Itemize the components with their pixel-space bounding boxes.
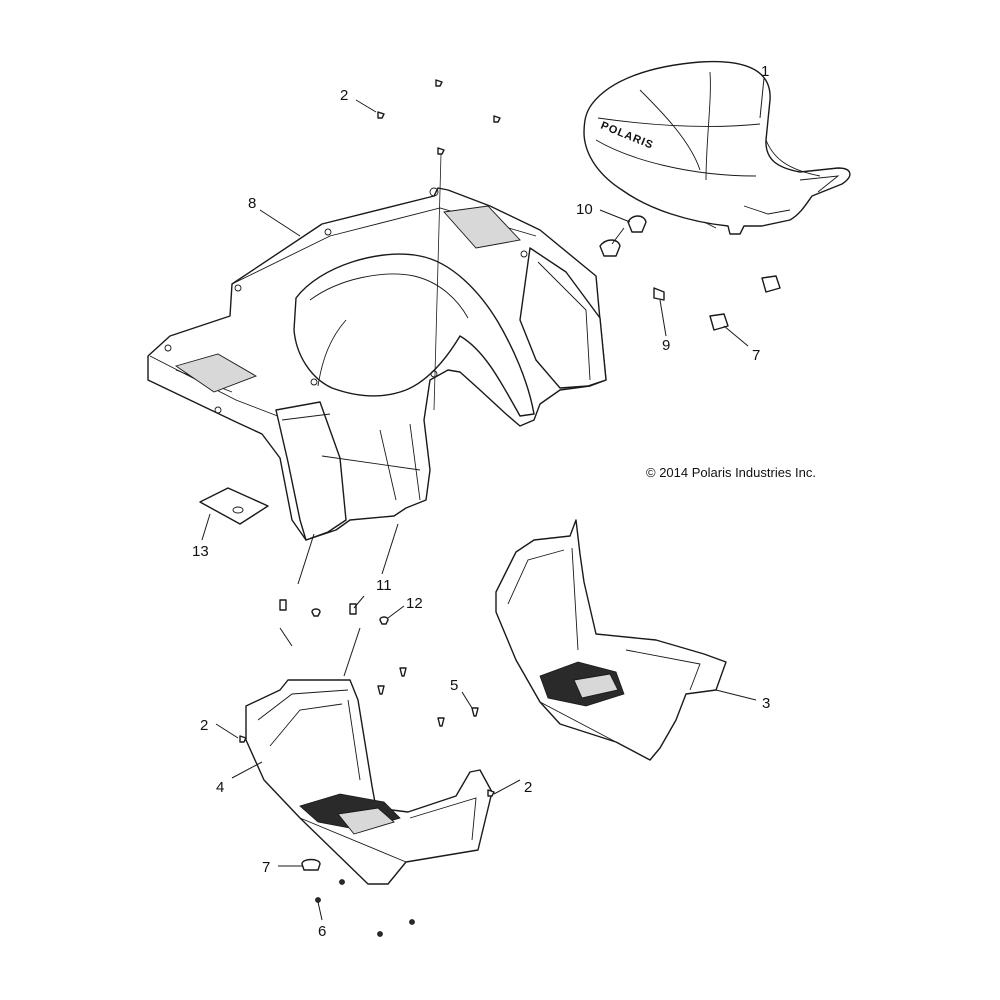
callout-10: 10: [576, 201, 593, 218]
callout-12: 12: [406, 595, 423, 612]
callout-6: 6: [318, 923, 326, 940]
bolt-9[interactable]: [653, 221, 717, 301]
pad-13[interactable]: [199, 487, 269, 525]
callout-13: 13: [192, 543, 209, 560]
screws-5[interactable]: [377, 667, 479, 727]
screws-2[interactable]: [239, 79, 501, 797]
callout-2b: 2: [200, 717, 208, 734]
callout-5: 5: [450, 677, 458, 694]
callout-7a: 7: [752, 347, 760, 364]
left-footwell[interactable]: [245, 679, 493, 885]
clip-10[interactable]: [599, 215, 647, 257]
callout-7b: 7: [262, 859, 270, 876]
callout-11: 11: [376, 577, 392, 594]
copyright-notice: © 2014 Polaris Industries Inc.: [646, 465, 816, 480]
callout-3: 3: [762, 695, 770, 712]
callout-4: 4: [216, 779, 224, 796]
clips-11-12[interactable]: [279, 599, 389, 625]
rear-fender[interactable]: [147, 187, 607, 541]
callout-8: 8: [248, 195, 256, 212]
callout-9: 9: [662, 337, 670, 354]
nuts-6[interactable]: [315, 879, 415, 937]
seat[interactable]: POLARIS: [583, 60, 851, 235]
right-footwell[interactable]: [495, 519, 727, 761]
callout-2a: 2: [340, 87, 348, 104]
callout-2c: 2: [524, 779, 532, 796]
callout-1: 1: [761, 63, 769, 80]
grommet-7[interactable]: [301, 275, 781, 871]
